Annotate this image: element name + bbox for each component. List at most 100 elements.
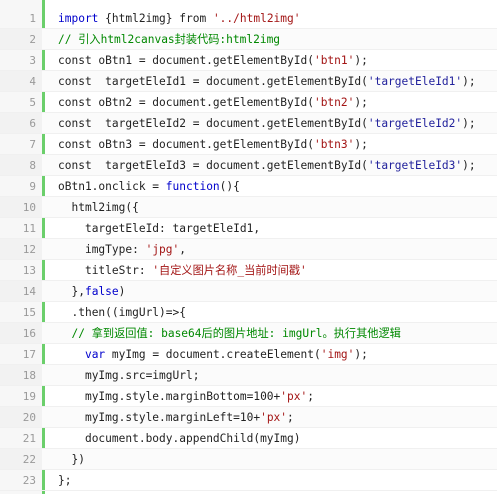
string-token: 'targetEleId2'	[367, 117, 463, 130]
code-token: titleStr:	[84, 264, 153, 277]
code-line: 10 html2img({	[0, 197, 497, 218]
code-line: 19 myImg.style.marginBottom=100+'px';	[0, 386, 497, 407]
string-token: 'btn2'	[313, 96, 355, 109]
code-text: oBtn1.onclick = function(){	[58, 176, 240, 196]
line-number: 10	[0, 197, 42, 217]
line-number: 20	[0, 407, 42, 427]
code-token: ;	[287, 411, 294, 424]
line-number: 5	[29, 96, 36, 109]
code-line: 20 myImg.style.marginLeft=10+'px';	[0, 407, 497, 428]
code-token: myImg.style.marginLeft=10+	[84, 411, 261, 424]
line-number: 12	[0, 239, 42, 259]
code-line: 18 myImg.src=imgUrl;	[0, 365, 497, 386]
code-text: })	[58, 449, 85, 469]
code-token: )	[118, 285, 126, 298]
code-token: const targetEleId2 = document.getElement…	[58, 117, 368, 130]
string-token: 'px'	[280, 390, 308, 403]
code-line: 23};	[0, 470, 497, 491]
line-number: 3	[29, 54, 36, 67]
code-line: 13 titleStr: '自定义图片名称_当前时间戳'	[0, 260, 497, 281]
code-token: const oBtn3 = document.getElementById(	[58, 138, 314, 151]
string-token: 'targetEleId1'	[367, 75, 463, 88]
code-text: var myImg = document.createElement('img'…	[58, 344, 368, 364]
line-number: 15	[22, 306, 36, 319]
code-text: .then((imgUrl)=>{	[58, 302, 186, 322]
code-token: })	[71, 453, 85, 466]
indent	[58, 390, 85, 403]
code-line: 15 .then((imgUrl)=>{	[0, 302, 497, 323]
string-token: 'jpg'	[145, 243, 180, 256]
code-token: .then((imgUrl)=>{	[71, 306, 186, 319]
comment-token: // 引入html2canvas封装代码:html2img	[58, 33, 281, 46]
indent	[58, 369, 85, 382]
code-line: 6 const targetEleId2 = document.getElemen…	[0, 113, 497, 134]
code-text: myImg.src=imgUrl;	[58, 365, 200, 385]
code-text: const targetEleId2 = document.getElement…	[58, 113, 476, 133]
code-token: );	[354, 348, 368, 361]
code-line: 14 },false)	[0, 281, 497, 302]
code-text: myImg.style.marginBottom=100+'px';	[58, 386, 314, 406]
code-token: document.body.appendChild(myImg)	[84, 432, 301, 445]
indent	[58, 348, 85, 361]
indent	[58, 432, 85, 445]
code-token: );	[462, 159, 476, 172]
line-number: 13	[22, 264, 36, 277]
indent	[58, 327, 71, 340]
code-line: 8 const targetEleId3 = document.getElemen…	[0, 155, 497, 176]
code-text: const targetEleId1 = document.getElement…	[58, 71, 476, 91]
code-token: myImg.style.marginBottom=100+	[84, 390, 281, 403]
line-number: 14	[0, 281, 42, 301]
code-token: const targetEleId1 = document.getElement…	[58, 75, 368, 88]
code-text: const oBtn3 = document.getElementById('b…	[58, 134, 368, 154]
code-token: html2img({	[71, 201, 139, 214]
code-text: // 拿到返回值: base64后的图片地址: imgUrl。执行其他逻辑	[58, 323, 401, 343]
indent	[58, 243, 85, 256]
code-text: };	[58, 470, 71, 490]
line-number: 7	[29, 138, 36, 151]
code-token: oBtn1.onclick =	[58, 180, 166, 193]
code-token: },	[71, 285, 85, 298]
line-number: 2	[0, 29, 42, 49]
string-token: '自定义图片名称_当前时间戳'	[152, 264, 307, 277]
line-number: 8	[0, 155, 42, 175]
indent	[58, 222, 85, 235]
comment-token: // 拿到返回值: base64后的图片地址: imgUrl。执行其他逻辑	[71, 327, 401, 340]
code-token: targetEleId: targetEleId1,	[84, 222, 261, 235]
keyword-token: function	[165, 180, 220, 193]
string-token: 'targetEleId3'	[367, 159, 463, 172]
keyword-token: false	[84, 285, 119, 298]
code-text: const targetEleId3 = document.getElement…	[58, 155, 476, 175]
code-text: titleStr: '自定义图片名称_当前时间戳'	[58, 260, 307, 280]
indent	[58, 201, 71, 214]
code-line: 21 document.body.appendChild(myImg)	[0, 428, 497, 449]
line-number: 11	[22, 222, 36, 235]
keyword-token: import	[58, 12, 99, 25]
line-number: 18	[0, 365, 42, 385]
code-text: // 引入html2canvas封装代码:html2img	[58, 29, 280, 49]
indent	[58, 306, 71, 319]
code-line: 22 })	[0, 449, 497, 470]
code-text: targetEleId: targetEleId1,	[58, 218, 260, 238]
code-token: const oBtn2 = document.getElementById(	[58, 96, 314, 109]
indent	[58, 264, 85, 277]
line-number: 6	[0, 113, 42, 133]
code-line: 16 // 拿到返回值: base64后的图片地址: imgUrl。执行其他逻辑	[0, 323, 497, 344]
code-line: 17 var myImg = document.createElement('i…	[0, 344, 497, 365]
code-token: (){	[219, 180, 240, 193]
line-number: 4	[0, 71, 42, 91]
string-token: 'btn3'	[313, 138, 355, 151]
code-text: imgType: 'jpg',	[58, 239, 186, 259]
code-text: },false)	[58, 281, 125, 301]
code-token: );	[462, 117, 476, 130]
line-number: 9	[29, 180, 36, 193]
code-token: );	[354, 54, 368, 67]
code-line: 5 const oBtn2 = document.getElementById('…	[0, 92, 497, 113]
code-token: imgType:	[84, 243, 146, 256]
code-text: document.body.appendChild(myImg)	[58, 428, 301, 448]
code-line: 11 targetEleId: targetEleId1,	[0, 218, 497, 239]
code-token: );	[354, 96, 368, 109]
code-token: {html2img} from	[98, 12, 213, 25]
